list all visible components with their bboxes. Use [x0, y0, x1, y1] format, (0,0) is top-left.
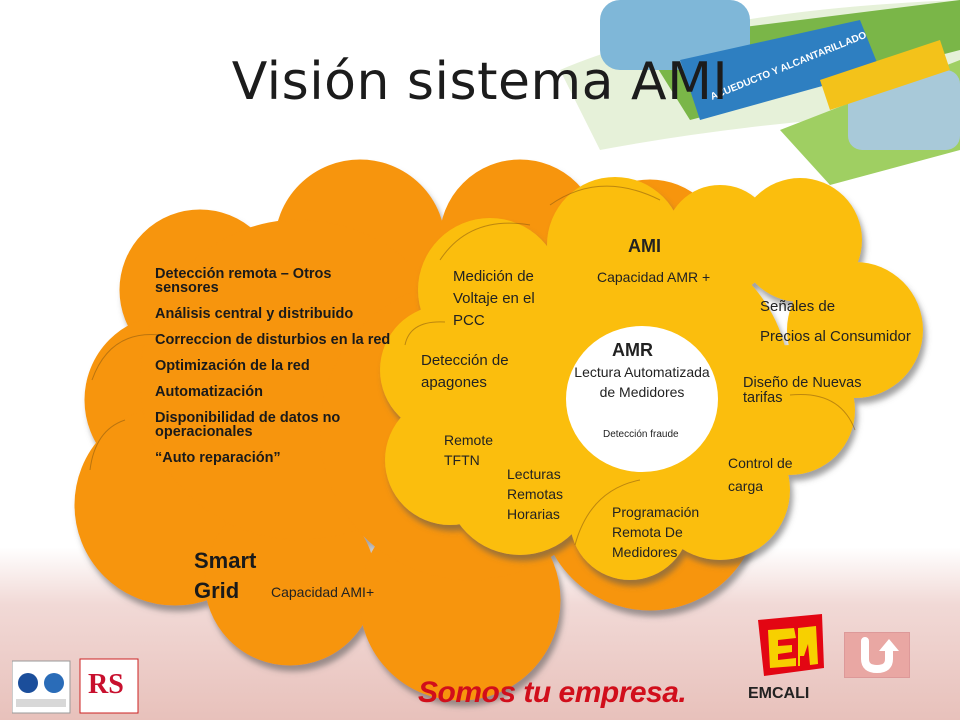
- outage-detection: Detección de apagones: [421, 352, 509, 391]
- remote-tftn: Remote TFTN: [444, 432, 494, 468]
- return-arrow-icon: [861, 637, 899, 674]
- price-signals-line-2: Precios al Consumidor: [760, 328, 911, 345]
- list-item: Análisis central y distribuido: [155, 306, 354, 322]
- slogan: Somos tu empresa.: [418, 676, 687, 709]
- voltage-measurement: Medición de Voltaje en el PCC: [453, 268, 535, 329]
- smart-grid-capabilities-list: Detección remota – Otros sensores Anális…: [155, 267, 395, 477]
- fraud-detection: Detección fraude: [603, 429, 679, 440]
- header-banner-image: ACUEDUCTO Y ALCANTARILLADO: [560, 0, 960, 185]
- amr-circle: [566, 326, 718, 472]
- remote-meter-programming: Programación Remota De Medidores: [612, 504, 700, 560]
- ami-capacity: Capacidad AMR +: [597, 269, 711, 285]
- load-control: Control de carga: [728, 455, 793, 494]
- amr-label: AMR: [612, 340, 653, 360]
- certification-logos: RS: [12, 658, 139, 714]
- list-item: Automatización: [155, 384, 263, 400]
- slide-title: Visión sistema AMI: [231, 52, 729, 112]
- amr-description: Lectura Automatizada de Medidores: [574, 364, 710, 400]
- ami-label: AMI: [628, 236, 661, 256]
- list-item: Detección remota – Otros sensores: [155, 266, 332, 296]
- list-item: Disponibilidad de datos no operacionales: [155, 410, 341, 440]
- list-item: Correccion de disturbios en la red: [155, 332, 391, 348]
- list-item: “Auto reparación”: [155, 450, 281, 466]
- emcali-logo: EMCALI: [748, 614, 824, 702]
- smart-grid-label: Smart Grid: [194, 548, 257, 603]
- back-button[interactable]: [844, 632, 910, 678]
- hourly-remote-reads: Lecturas Remotas Horarias: [507, 466, 564, 522]
- price-signals-line-1: Señales de: [760, 298, 836, 315]
- new-tariffs-design: Diseño de Nuevas tarifas: [743, 375, 862, 406]
- list-item: Optimización de la red: [155, 358, 310, 374]
- smart-grid-capacity: Capacidad AMI+: [271, 584, 375, 600]
- brand-name: EMCALI: [748, 685, 809, 702]
- svg-text:RS: RS: [88, 669, 124, 700]
